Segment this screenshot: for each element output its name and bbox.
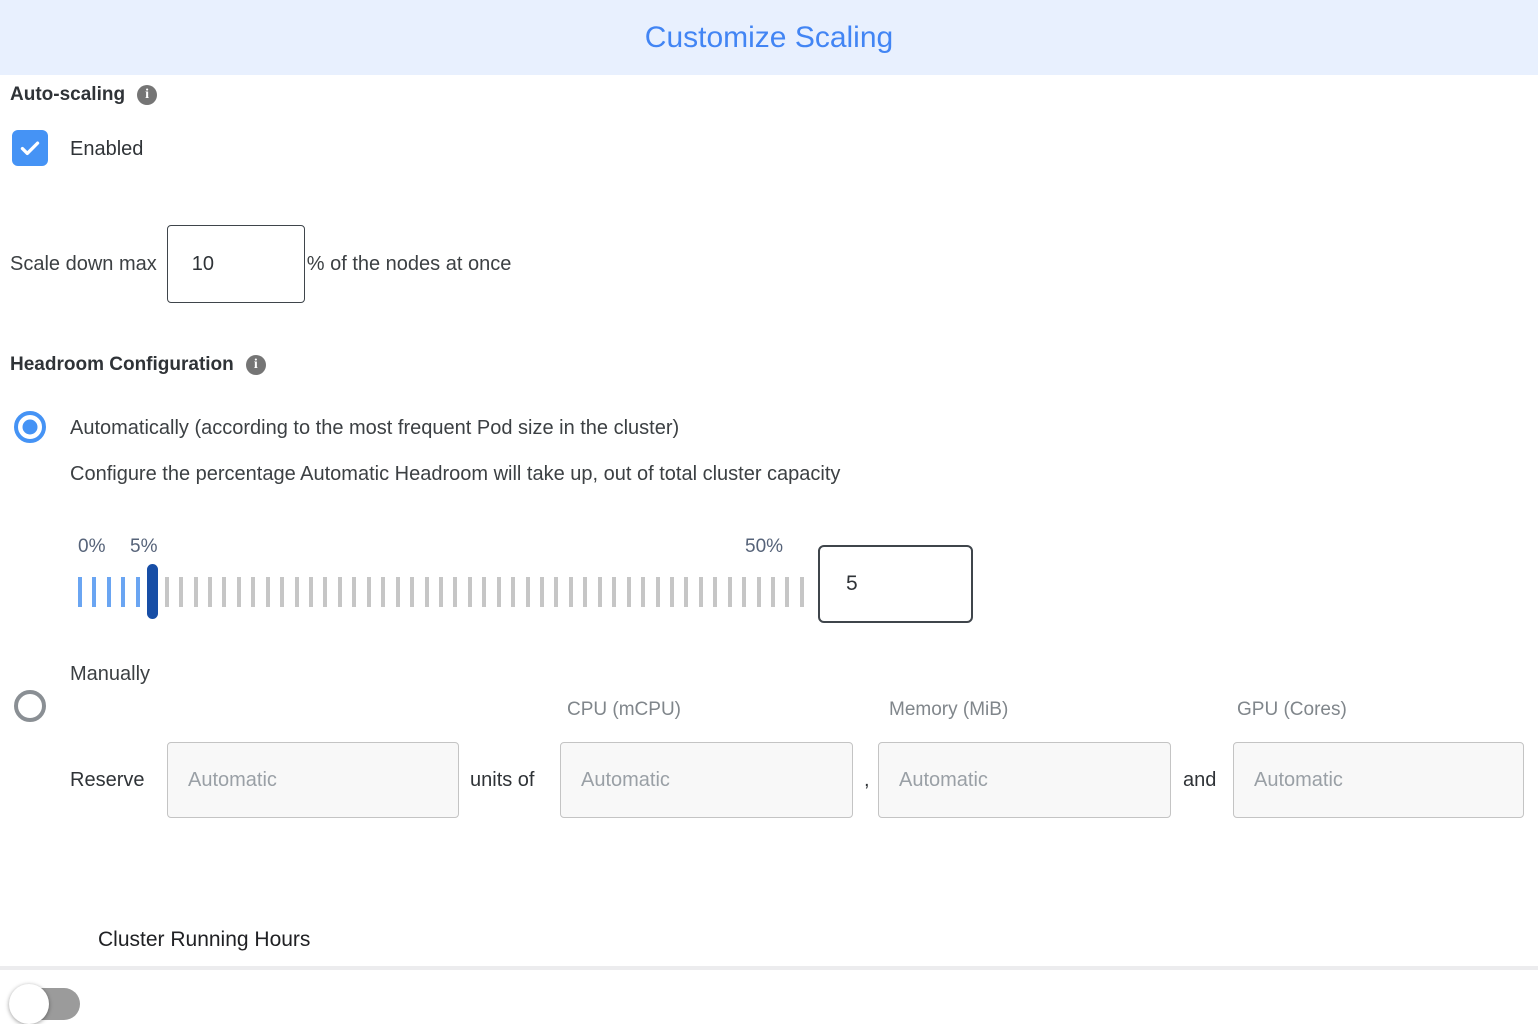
slider-tick — [742, 577, 747, 607]
auto-scaling-enabled-checkbox[interactable] — [12, 130, 48, 166]
slider-tick — [236, 577, 241, 607]
slider-tick — [193, 577, 198, 607]
column-header-cpu: CPU (mCPU) — [567, 699, 681, 720]
headroom-manual-radio[interactable] — [14, 690, 46, 722]
slider-tick — [496, 577, 501, 607]
slider-tick — [612, 577, 617, 607]
slider-tick — [366, 577, 371, 607]
headroom-percentage-input[interactable] — [818, 545, 973, 623]
slider-tick — [78, 577, 82, 607]
headroom-automatic-option-label: Automatically (according to the most fre… — [70, 416, 680, 439]
slider-tick — [438, 577, 443, 607]
reserve-label: Reserve — [70, 768, 145, 791]
scale-down-suffix-label: % of the nodes at once — [306, 252, 512, 275]
slider-tick — [280, 577, 285, 607]
dialog-header: Customize Scaling — [0, 0, 1538, 75]
slider-tick — [453, 577, 458, 607]
slider-tick — [540, 577, 544, 607]
slider-tick — [251, 577, 256, 607]
and-label: and — [1183, 768, 1217, 791]
checkmark-icon — [20, 141, 40, 156]
slider-tick — [713, 577, 718, 607]
slider-tick — [294, 577, 299, 607]
headroom-section-header: Headroom Configuration i — [10, 354, 266, 376]
slider-tick — [597, 577, 602, 607]
slider-tick — [352, 577, 357, 607]
slider-tick — [424, 577, 429, 607]
slider-tick — [106, 577, 111, 607]
slider-tick — [583, 577, 588, 607]
slider-tick — [756, 577, 761, 607]
slider-tick — [395, 577, 400, 607]
slider-current-label: 5% — [130, 536, 158, 557]
slider-tick — [727, 577, 732, 607]
column-header-gpu: GPU (Cores) — [1237, 699, 1347, 720]
auto-scaling-section-header: Auto-scaling i — [10, 84, 158, 106]
slider-max-label: 50% — [745, 536, 784, 557]
units-of-label: units of — [470, 768, 535, 791]
headroom-percentage-slider[interactable]: 0% 5% 50% — [78, 536, 818, 626]
slider-tick — [641, 577, 646, 607]
slider-tick — [669, 577, 674, 607]
slider-ticks — [78, 577, 814, 607]
scale-down-prefix-label: Scale down max — [10, 252, 157, 275]
toggle-knob — [9, 984, 49, 1024]
slider-tick — [121, 577, 126, 607]
slider-tick — [164, 577, 169, 607]
cluster-running-hours-label: Cluster Running Hours — [98, 928, 311, 951]
slider-tick — [309, 577, 313, 607]
scale-down-row: Scale down max % of the nodes at once — [10, 225, 511, 303]
headroom-automatic-radio[interactable] — [14, 411, 46, 443]
reserve-units-input[interactable] — [167, 742, 459, 818]
slider-tick — [467, 577, 472, 607]
slider-tick — [785, 577, 790, 607]
slider-tick — [626, 577, 631, 607]
slider-tick — [323, 577, 328, 607]
info-icon[interactable]: i — [137, 85, 158, 105]
slider-tick — [799, 577, 804, 607]
enabled-label: Enabled — [70, 137, 144, 160]
slider-tick — [179, 577, 184, 607]
bottom-divider — [0, 966, 1538, 970]
slider-tick — [410, 577, 415, 607]
slider-handle[interactable] — [146, 564, 158, 619]
column-header-memory: Memory (MiB) — [889, 699, 1009, 720]
slider-tick — [554, 577, 559, 607]
slider-tick — [568, 577, 573, 607]
reserve-memory-input[interactable] — [878, 742, 1171, 818]
page-title: Customize Scaling — [644, 20, 894, 54]
slider-tick — [698, 577, 703, 607]
headroom-automatic-description: Configure the percentage Automatic Headr… — [70, 463, 841, 485]
cluster-running-hours-toggle[interactable] — [9, 984, 80, 1024]
slider-tick — [525, 577, 530, 607]
slider-tick — [337, 577, 342, 607]
slider-tick — [511, 577, 516, 607]
slider-tick — [265, 577, 270, 607]
reserve-gpu-input[interactable] — [1233, 742, 1524, 818]
slider-tick — [207, 577, 212, 607]
slider-tick — [92, 577, 97, 607]
scale-down-max-input[interactable] — [166, 225, 305, 303]
comma-separator-label: , — [864, 768, 870, 791]
auto-scaling-label: Auto-scaling — [10, 84, 126, 105]
slider-tick — [684, 577, 689, 607]
slider-tick — [135, 577, 140, 607]
slider-min-label: 0% — [78, 536, 106, 557]
headroom-manual-option-label: Manually — [70, 662, 151, 685]
reserve-cpu-input[interactable] — [560, 742, 853, 818]
info-icon[interactable]: i — [245, 355, 266, 375]
slider-tick — [381, 577, 386, 607]
slider-tick — [655, 577, 660, 607]
headroom-configuration-label: Headroom Configuration — [10, 354, 234, 375]
slider-tick — [771, 577, 775, 607]
slider-tick — [222, 577, 227, 607]
slider-tick — [482, 577, 487, 607]
